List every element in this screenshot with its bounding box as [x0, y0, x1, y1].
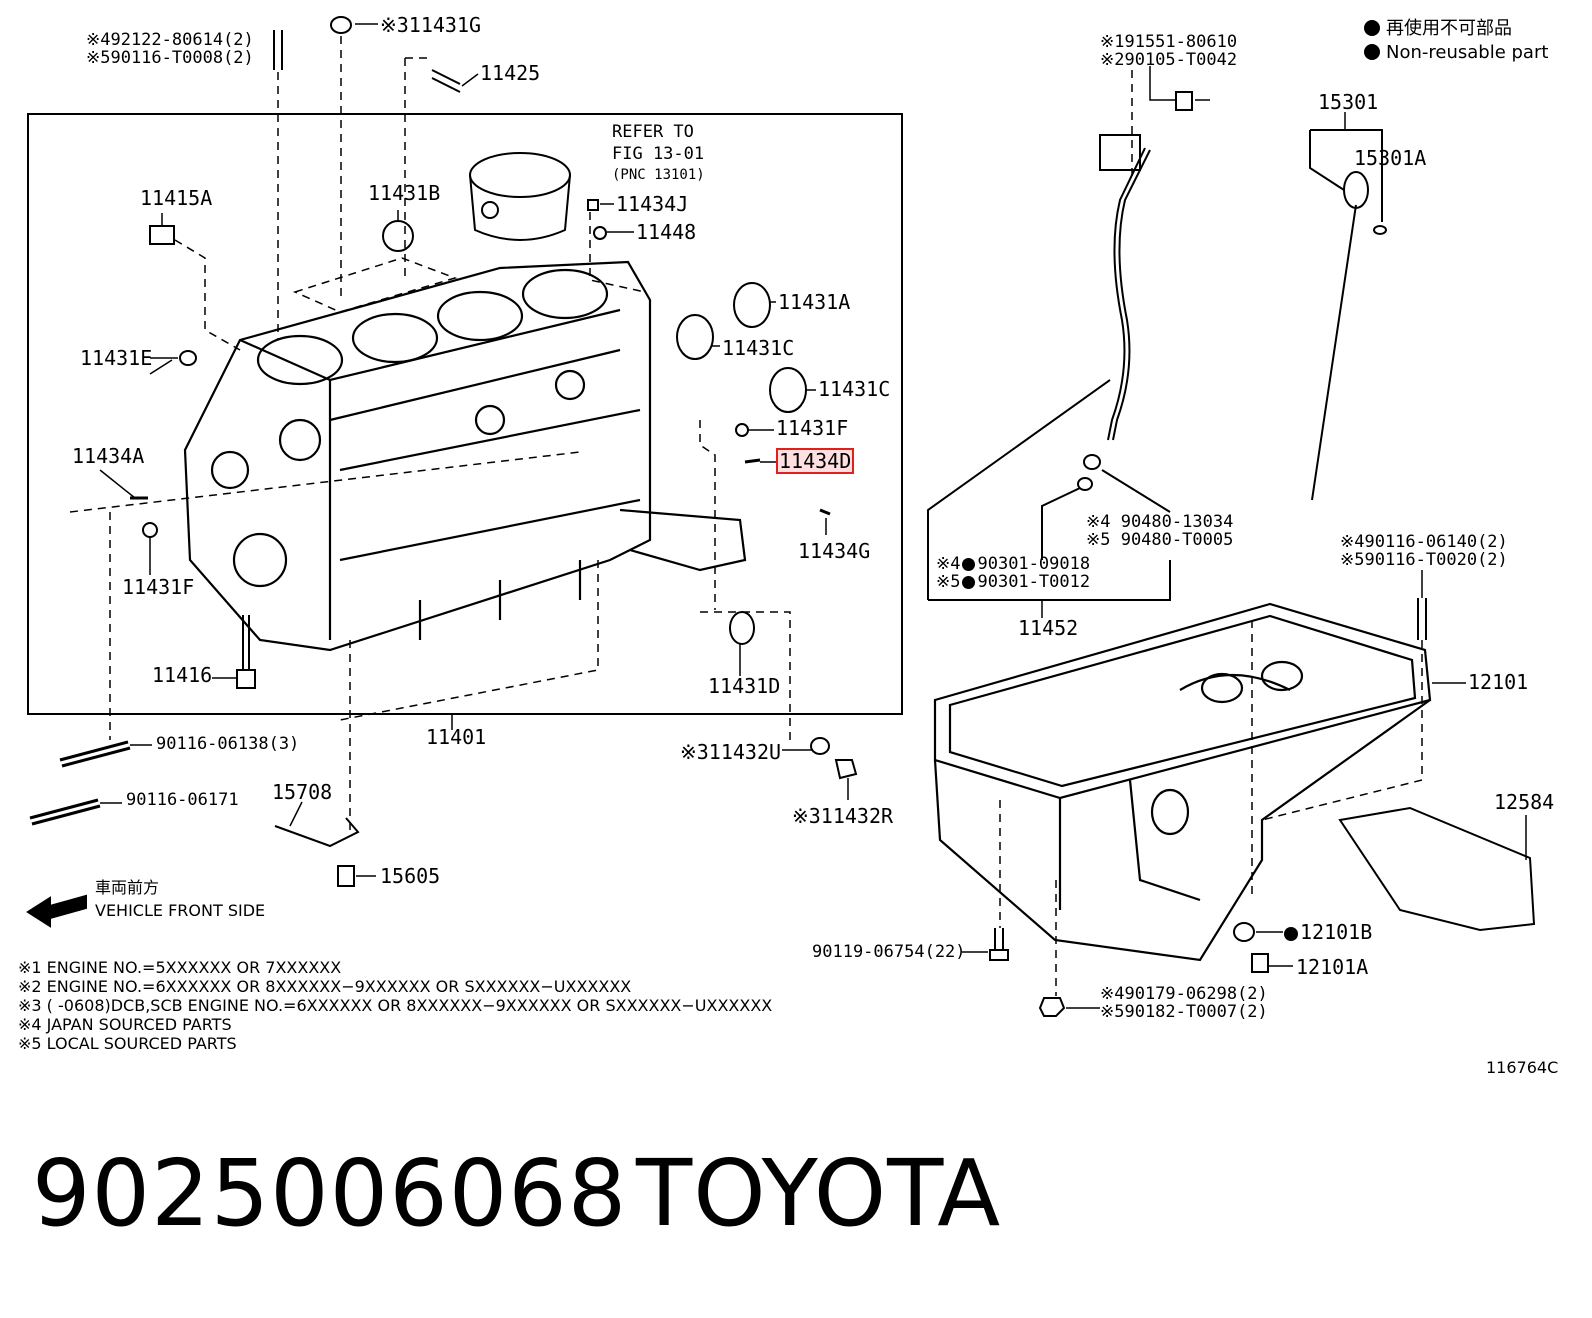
label-15605: 15605 — [380, 864, 441, 888]
block-frame — [27, 113, 903, 715]
label-gauge-bolt-1: ※191551-80610 — [1100, 32, 1238, 52]
dipstick-guide-drawing — [1099, 91, 1193, 441]
label-oring-4: ※4 90480-13034 — [1086, 512, 1234, 532]
label-11431F-left: 11431F — [122, 575, 195, 599]
label-11431G: ※311431G — [380, 13, 482, 37]
baffle-drawing — [1338, 806, 1536, 932]
footnote-1: ※1 ENGINE NO.=5XXXXXX OR 7XXXXXX — [18, 958, 342, 977]
label-12101B: 12101B — [1284, 922, 1372, 942]
label-stud-90116-06138: 90116-06138(3) — [156, 734, 300, 754]
brand-name: TOYOTA — [636, 1140, 1002, 1247]
front-arrow — [26, 894, 87, 928]
label-11401: 11401 — [426, 725, 487, 749]
front-side-en: VEHICLE FRONT SIDE — [95, 901, 266, 920]
label-11431C-lower: 11431C — [818, 377, 891, 401]
label-stud-90116-06171: 90116-06171 — [126, 790, 239, 810]
label-11434G: 11434G — [798, 539, 871, 563]
refer-line-3: (PNC 13101) — [612, 167, 705, 183]
piston-drawing — [469, 152, 571, 241]
label-11431B: 11431B — [368, 181, 441, 205]
label-pan-stud-4: ※490116-06140(2) — [1340, 532, 1508, 552]
label-11431D: 11431D — [708, 674, 781, 698]
legend-line-jp: 再使用不可部品 — [1364, 20, 1512, 38]
legend-line-en: Non-reusable part — [1364, 44, 1548, 62]
label-11431C-upper: 11431C — [722, 336, 795, 360]
label-top-stud-4: ※492122-80614(2) — [86, 30, 254, 50]
label-11432U: ※311432U — [680, 740, 782, 764]
label-11448: 11448 — [636, 220, 697, 244]
footnote-2: ※2 ENGINE NO.=6XXXXXX OR 8XXXXXX−9XXXXXX… — [18, 977, 632, 996]
label-11416: 11416 — [152, 663, 213, 687]
label-11434D-highlighted: 11434D — [775, 448, 855, 474]
label-11434A: 11434A — [72, 444, 145, 468]
label-gauge-bolt-2: ※290105-T0042 — [1100, 50, 1238, 70]
non-reusable-dot-icon — [962, 558, 976, 571]
label-pan-stud-5: ※590116-T0020(2) — [1340, 550, 1508, 570]
engine-block-drawing — [183, 260, 747, 652]
label-oring-5: ※5 90480-T0005 — [1086, 530, 1234, 550]
label-pan-nut-5: ※590182-T0007(2) — [1100, 1002, 1268, 1022]
label-11452: 11452 — [1018, 616, 1079, 640]
non-reusable-dot-icon — [962, 576, 976, 589]
dipstick-drawing — [1309, 129, 1387, 501]
non-reusable-dot-icon — [1364, 44, 1380, 60]
label-15301: 15301 — [1318, 90, 1379, 114]
refer-line-1: REFER TO — [612, 122, 694, 142]
footnote-5: ※5 LOCAL SOURCED PARTS — [18, 1034, 237, 1053]
label-11415A: 11415A — [140, 186, 213, 210]
footnote-3: ※3 ( -0608)DCB,SCB ENGINE NO.=6XXXXXX OR… — [18, 996, 773, 1015]
label-11425: 11425 — [480, 61, 541, 85]
front-side-jp: 車両前方 — [95, 878, 160, 897]
label-12101A: 12101A — [1296, 955, 1369, 979]
non-reusable-dot-icon — [1364, 20, 1380, 36]
label-pan-bolt: 90119-06754(22) — [812, 942, 966, 962]
footnote-4: ※4 JAPAN SOURCED PARTS — [18, 1015, 232, 1034]
oil-pan-drawing — [933, 602, 1432, 962]
label-11431E: 11431E — [80, 346, 153, 370]
label-15301A: 15301A — [1354, 146, 1427, 170]
part-number: 9025006068 — [32, 1140, 628, 1247]
footnotes: ※1 ENGINE NO.=5XXXXXX OR 7XXXXXX ※2 ENGI… — [18, 958, 772, 1053]
label-11431A: 11431A — [778, 290, 851, 314]
label-pan-nut-4: ※490179-06298(2) — [1100, 984, 1268, 1004]
label-11431F-right: 11431F — [776, 416, 849, 440]
figure-code: 116764C — [1486, 1058, 1559, 1077]
label-12101: 12101 — [1468, 670, 1529, 694]
label-11434J: 11434J — [616, 192, 689, 216]
refer-line-2: FIG 13-01 — [612, 144, 705, 164]
label-15708: 15708 — [272, 780, 333, 804]
label-12584: 12584 — [1494, 790, 1555, 814]
label-top-stud-5: ※590116-T0008(2) — [86, 48, 254, 68]
non-reusable-dot-icon — [1284, 927, 1298, 941]
label-11432R: ※311432R — [792, 804, 894, 828]
